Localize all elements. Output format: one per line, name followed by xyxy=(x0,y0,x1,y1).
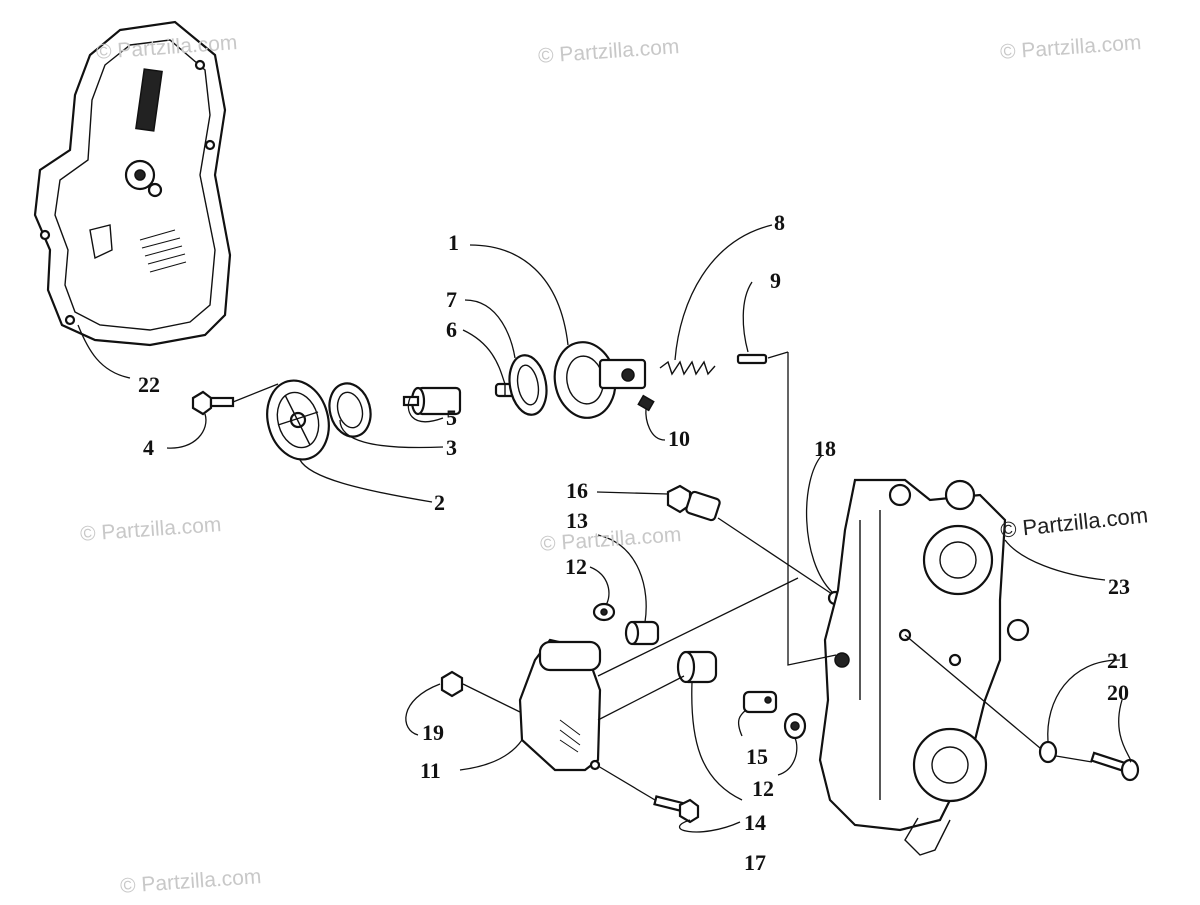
callout-5: 5 xyxy=(446,405,457,430)
callout-23: 23 xyxy=(1108,574,1130,599)
assembly-lines xyxy=(232,351,1093,801)
callout-10: 10 xyxy=(668,426,690,451)
callout-3: 3 xyxy=(446,435,457,460)
callout-21: 21 xyxy=(1107,648,1129,673)
part-11-tensioner-arm xyxy=(518,638,602,772)
part-22-chaincase-cover xyxy=(33,20,232,347)
callout-14: 14 xyxy=(744,810,766,835)
part-8-spring xyxy=(659,360,716,376)
callout-12-upper: 12 xyxy=(565,554,587,579)
part-16-bolt xyxy=(666,484,721,522)
part-21-washer xyxy=(1038,740,1058,764)
callout-7: 7 xyxy=(446,287,457,312)
part-7-ring xyxy=(508,354,548,416)
part-15-sleeve xyxy=(742,690,778,714)
callout-19: 19 xyxy=(422,720,444,745)
callout-9: 9 xyxy=(770,268,781,293)
part-5-piston xyxy=(402,386,462,416)
callout-17: 17 xyxy=(744,850,766,875)
part-4-bolt xyxy=(191,390,235,416)
callout-12-lower: 12 xyxy=(752,776,774,801)
callout-4: 4 xyxy=(143,435,154,460)
callout-11: 11 xyxy=(420,758,441,783)
part-2-cover-plate xyxy=(266,379,330,461)
callout-6: 6 xyxy=(446,317,457,342)
callout-18: 18 xyxy=(814,436,836,461)
callout-1: 1 xyxy=(448,230,459,255)
callout-16: 16 xyxy=(566,478,588,503)
part-9-pin xyxy=(736,353,768,365)
callout-8: 8 xyxy=(774,210,785,235)
part-19-nut xyxy=(440,670,464,698)
part-3-ring xyxy=(328,382,372,438)
part-20-bolt xyxy=(1090,751,1140,782)
callout-leaders xyxy=(77,224,1132,833)
part-14-bushing xyxy=(676,650,718,684)
part-1-housing xyxy=(553,341,647,419)
part-12-washer-upper xyxy=(592,602,616,622)
part-12-washer-lower xyxy=(783,712,807,740)
callout-22: 22 xyxy=(138,372,160,397)
callout-20: 20 xyxy=(1107,680,1129,705)
part-13-bushing xyxy=(624,620,660,646)
callout-2: 2 xyxy=(434,490,445,515)
part-23-chaincase-housing xyxy=(818,478,1030,856)
part-10-screw xyxy=(637,394,655,412)
callout-13: 13 xyxy=(566,508,588,533)
part-17-bolt xyxy=(653,795,700,824)
callout-15: 15 xyxy=(746,744,768,769)
